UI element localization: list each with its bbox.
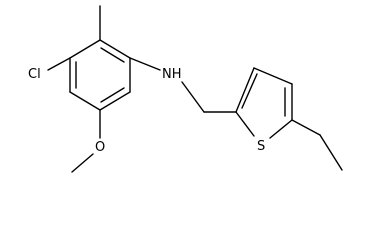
bond <box>235 67 255 113</box>
methoxy-methyl-bond <box>71 153 94 173</box>
structure-svg: Cl O NH S <box>28 5 343 173</box>
amine-ch2-bond <box>181 81 205 113</box>
bond <box>269 119 293 139</box>
bond <box>99 91 131 111</box>
double-bond-inner <box>100 47 125 63</box>
molecule-diagram: Cl O NH S <box>28 5 343 173</box>
double-bond-inner <box>100 87 125 103</box>
chlorine-bond <box>47 57 71 71</box>
amine-label: NH <box>162 67 182 82</box>
oxygen-label: O <box>95 140 105 155</box>
amine-bond <box>129 57 161 71</box>
bond <box>99 39 131 59</box>
bond <box>69 39 101 59</box>
thiophene-ring <box>235 67 293 139</box>
ethyl-bond <box>291 119 321 136</box>
double-bond-inner <box>241 73 258 109</box>
ethyl-methyl-bond <box>319 134 343 171</box>
bond <box>235 111 255 137</box>
bond <box>253 67 293 85</box>
sulfur-label: S <box>257 139 265 154</box>
chlorine-label: Cl <box>28 67 41 82</box>
benzene-ring <box>69 39 131 111</box>
bond <box>69 91 101 111</box>
